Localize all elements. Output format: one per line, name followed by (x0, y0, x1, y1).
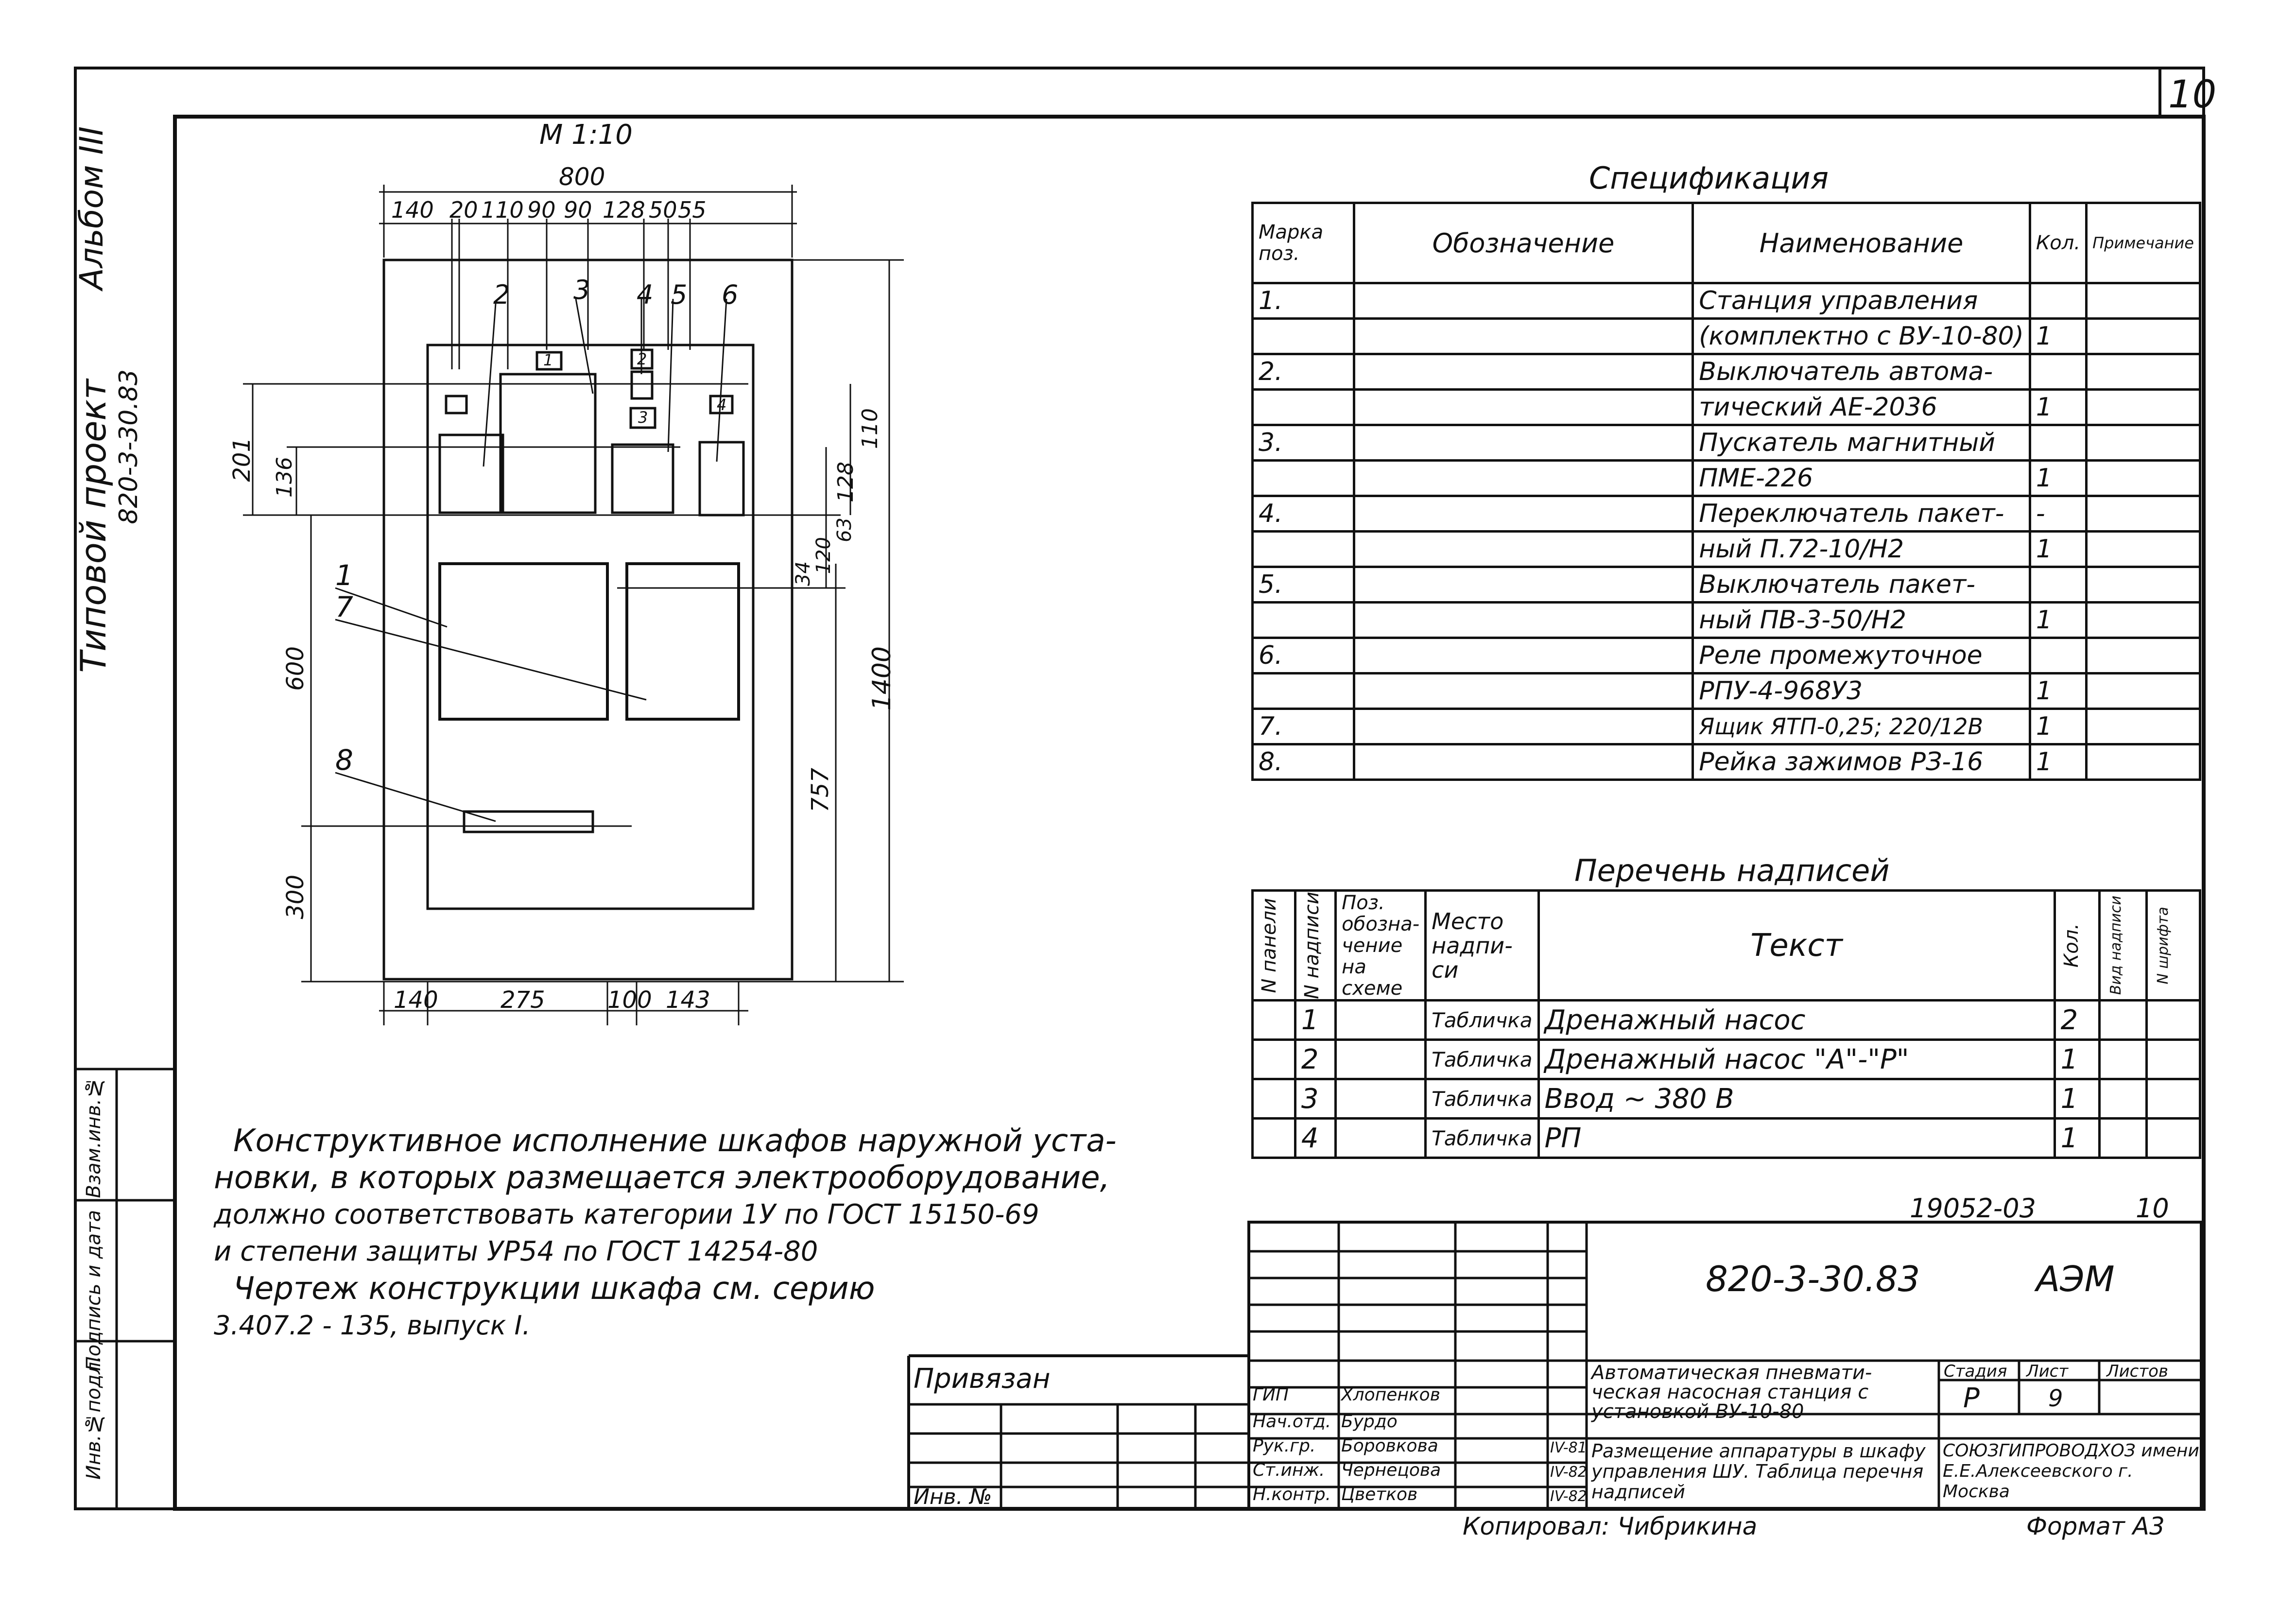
labels-header-pos: Поз. обозна-чение на схеме (1334, 889, 1427, 1002)
note-line-4: и степени защиты УР54 по ГОСТ 14254-80 (214, 1236, 818, 1267)
box-label-2: 2 (637, 350, 647, 368)
linked-label: Привязан (914, 1363, 1051, 1395)
bottom-dim-4: 143 (666, 986, 710, 1014)
top-dim-2: 20 (449, 197, 478, 223)
table-row: (комплектно с ВУ-10-80)1 (1251, 317, 2201, 355)
callout-3: 3 (573, 275, 590, 305)
top-dim-6: 128 (603, 197, 645, 223)
spec-header-designation: Обозначение (1352, 202, 1694, 284)
date-5: IV-82 (1550, 1488, 1587, 1505)
note-line-1: Конструктивное исполнение шкафов наружно… (233, 1123, 1117, 1159)
stage-value: Р (1963, 1382, 1980, 1414)
table-row: 4.Переключатель пакет-- (1251, 495, 2201, 533)
org-name: СОЮЗГИПРОВОДХОЗ имени Е.Е.Алексеевского … (1943, 1441, 2199, 1502)
top-dim-3: 110 (481, 197, 524, 223)
labels-title: Перечень надписей (1574, 853, 1890, 888)
stamp-code: 820-3-30.83 (1706, 1259, 1920, 1299)
object-title: Автоматическая пневмати-ческая насосная … (1591, 1362, 1872, 1423)
note-line-3: должно соответствовать категории 1У по Г… (214, 1199, 1039, 1230)
note-line-6: 3.407.2 - 135, выпуск I. (214, 1310, 531, 1341)
copied-by: Копировал: Чибрикина (1463, 1512, 1758, 1540)
top-dim-1: 140 (391, 197, 434, 223)
table-row: 3.Пускатель магнитный (1251, 424, 2201, 462)
role-2: Нач.отд. (1253, 1412, 1331, 1432)
stamp-suffix: АЭМ (2036, 1259, 2115, 1299)
note-line-2: новки, в которых размещается электрообор… (214, 1160, 1110, 1196)
sheet-value: 9 (2048, 1385, 2063, 1412)
spec-header-note: Примечание (2085, 202, 2201, 284)
spec-table: Марка поз. Обозначение Наименование Кол.… (1251, 202, 2201, 781)
bottom-dim-3: 100 (607, 986, 652, 1014)
name-3: Боровкова (1341, 1436, 1438, 1456)
table-row: 5.Выключатель пакет- (1251, 566, 2201, 604)
sheet-title: Размещение аппаратуры в шкафу управления… (1591, 1440, 1926, 1503)
name-4: Чернецова (1341, 1460, 1441, 1480)
name-5: Цветков (1341, 1485, 1418, 1504)
callout-6: 6 (722, 279, 739, 310)
page-number: 10 (2168, 73, 2217, 117)
doc-sheet: 10 (2136, 1193, 2169, 1224)
stage-label: Стадия (1944, 1362, 2007, 1381)
top-dim-8: 55 (678, 197, 707, 223)
labels-header-place: Место надпи-си (1424, 889, 1540, 1002)
format-label: Формат А3 (2026, 1512, 2165, 1540)
role-1: ГИП (1253, 1385, 1289, 1405)
box-label-1: 1 (543, 351, 553, 369)
bottom-dim-1: 140 (394, 986, 438, 1014)
callout-8: 8 (335, 743, 353, 777)
bottom-dim-2: 275 (501, 986, 545, 1014)
scale-label: М 1:10 (539, 119, 633, 151)
spec-header-qty: Кол. (2028, 202, 2088, 284)
top-dim-7: 50 (649, 197, 677, 223)
labels-header-text: Текст (1537, 889, 2056, 1002)
callout-7: 7 (335, 590, 353, 623)
note-line-5: Чертеж конструкции шкафа см. серию (233, 1271, 875, 1307)
spec-header-name: Наименование (1692, 202, 2031, 284)
table-row: 2.Выключатель автома- (1251, 353, 2201, 391)
table-row: 1.Станция управления (1251, 282, 2201, 320)
box-label-4: 4 (717, 396, 727, 414)
role-4: Ст.инж. (1253, 1460, 1325, 1480)
top-dim-5: 90 (564, 197, 592, 223)
date-3: IV-81 (1550, 1439, 1587, 1456)
inv-number-label: Инв. № (914, 1485, 992, 1509)
callout-1: 1 (335, 559, 353, 592)
box-label-3: 3 (638, 408, 648, 427)
spec-header-mark: Марка поз. (1251, 202, 1355, 284)
name-1: Хлопенков (1341, 1385, 1440, 1405)
total-width-dim: 800 (559, 163, 605, 191)
role-3: Рук.гр. (1253, 1436, 1316, 1456)
top-dim-4: 90 (527, 197, 556, 223)
name-2: Бурдо (1341, 1412, 1398, 1432)
table-row: 6.Реле промежуточное (1251, 637, 2201, 674)
callout-4: 4 (637, 279, 654, 310)
date-4: IV-82 (1550, 1464, 1587, 1481)
sheets-label: Листов (2106, 1362, 2169, 1381)
callout-2: 2 (493, 279, 510, 310)
doc-number: 19052-03 (1910, 1193, 2036, 1224)
callout-5: 5 (671, 279, 688, 310)
spec-title: Спецификация (1589, 160, 1829, 196)
role-5: Н.контр. (1253, 1485, 1331, 1504)
sheet-label: Лист (2026, 1362, 2069, 1381)
labels-table: N панели N надписи Поз. обозна-чение на … (1251, 889, 2202, 1159)
notes-block: Конструктивное исполнение шкафов наружно… (214, 1123, 1117, 1344)
